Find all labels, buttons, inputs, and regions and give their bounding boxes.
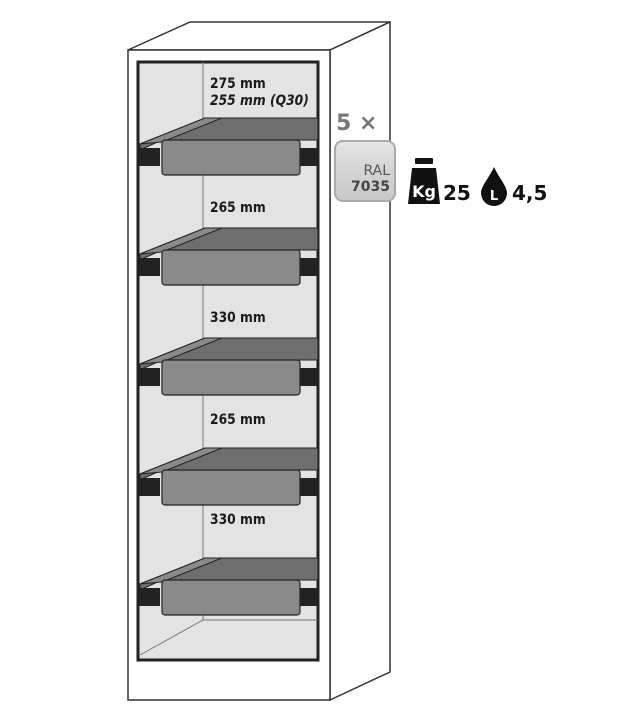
runner-right [298, 588, 318, 606]
shelf-spacing-label: 265 mm [210, 200, 266, 217]
shelf-spacing-label: 265 mm [210, 412, 266, 429]
ral-color-swatch: RAL 7035 [334, 140, 396, 202]
spacing-value: 330 mm [210, 512, 266, 528]
runner-left [138, 368, 160, 386]
tray-front [161, 579, 301, 616]
runner-right [298, 258, 318, 276]
runner-left [138, 478, 160, 496]
floor-line [139, 619, 318, 656]
tray-front [161, 139, 301, 176]
runner-right [298, 368, 318, 386]
spacing-value: 265 mm [210, 412, 266, 428]
tray [138, 557, 319, 616]
spacing-value: 330 mm [210, 310, 266, 326]
tray-left-side [139, 227, 223, 255]
spacing-value: 265 mm [210, 200, 266, 216]
tray-left-side [139, 117, 223, 145]
tray-front [161, 249, 301, 286]
spacing-value: 275 mm [210, 76, 266, 92]
tray [138, 227, 319, 286]
tray [138, 337, 319, 396]
tray-left-side [139, 447, 223, 475]
tray-left-side [139, 337, 223, 365]
tray-count: 5 × [336, 111, 378, 136]
ral-label: RAL [363, 163, 390, 179]
runner-left [138, 148, 160, 166]
shelf-spacing-label: 330 mm [210, 310, 266, 327]
tray-front [161, 359, 301, 396]
runner-left [138, 588, 160, 606]
ral-code: 7035 [351, 179, 390, 195]
runner-right [298, 148, 318, 166]
spacing-value-q30: 255 mm (Q30) [210, 93, 309, 109]
tray-front [161, 469, 301, 506]
runner-left [138, 258, 160, 276]
tray [138, 117, 319, 176]
tray [138, 447, 319, 506]
tray-left-side [139, 557, 223, 585]
shelf-spacing-label: 330 mm [210, 512, 266, 529]
runner-right [298, 478, 318, 496]
